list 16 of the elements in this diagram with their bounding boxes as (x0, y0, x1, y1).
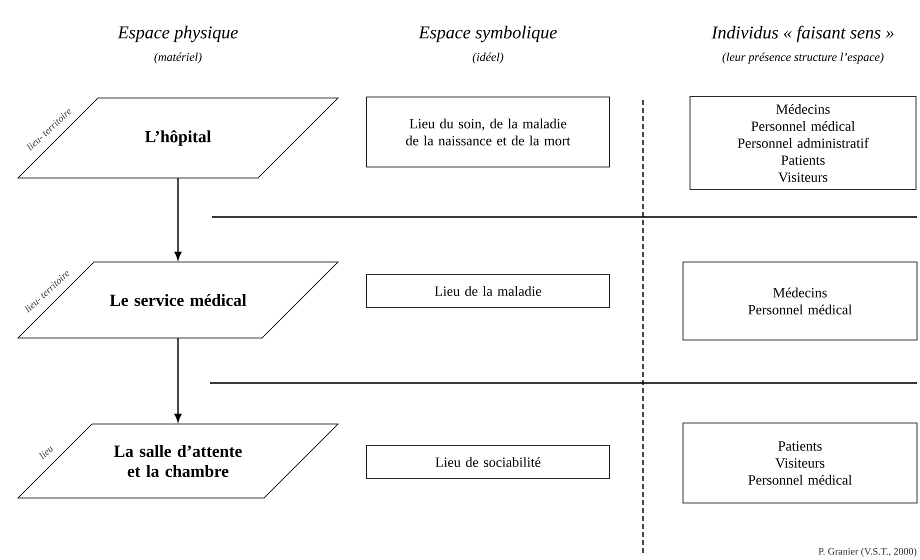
text-box: Lieu de la maladie (366, 274, 610, 308)
source-credit: P. Granier (V.S.T., 2000) (818, 548, 916, 557)
side-label: lieu (38, 446, 54, 460)
column-heading: Individus « faisant sens » (711, 26, 894, 42)
text-box: Médecins Personnel médical (682, 262, 918, 340)
column-subheading: (matériel) (154, 52, 202, 64)
text-box: Lieu du soin, de la maladie de la naissance et de la mort (366, 96, 610, 168)
arrow (174, 178, 182, 260)
column-subheading: (idéel) (472, 52, 504, 64)
text-box: Lieu de sociabilité (366, 445, 610, 479)
column-heading: Espace symbolique (418, 26, 557, 42)
column-heading: Espace physique (118, 26, 238, 42)
text-box: Médecins Personnel médical Personnel administratif Patients Visiteurs (690, 96, 916, 190)
arrow (174, 338, 182, 422)
text-box: Patients Visiteurs Personnel médical (682, 422, 918, 504)
column-subheading: (leur présence structure l’espace) (722, 52, 884, 64)
